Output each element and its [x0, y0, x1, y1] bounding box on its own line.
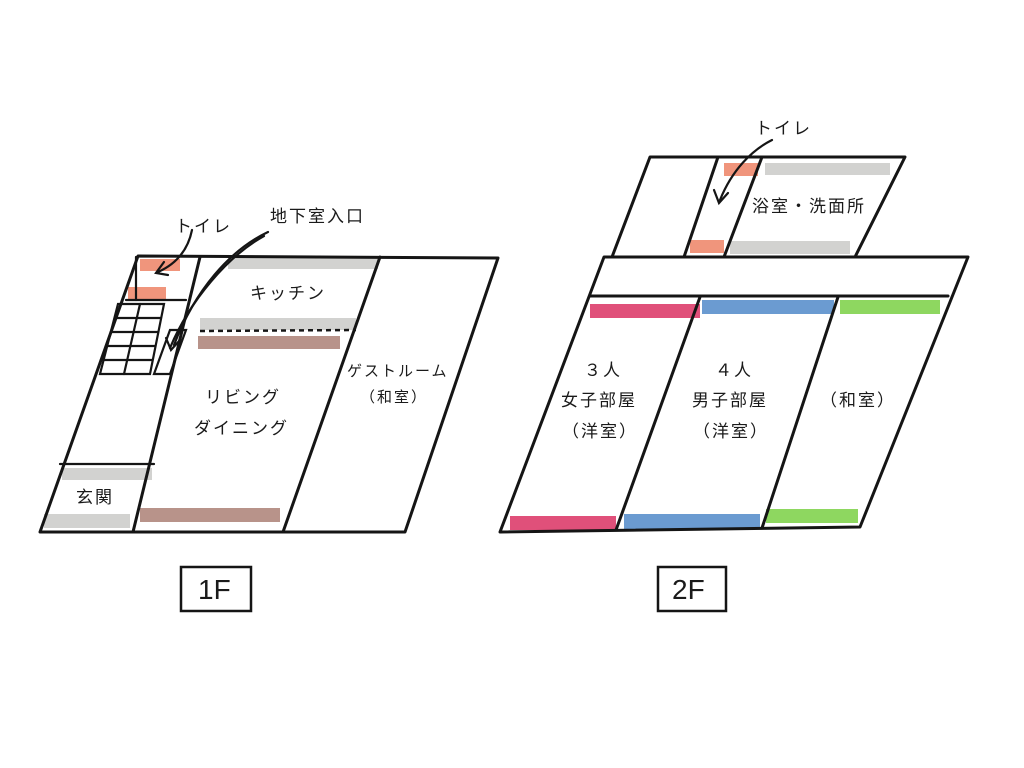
line-1f-kitchen-divider [199, 328, 357, 333]
floor-tag-2f: 2F [672, 574, 705, 605]
bar-2f-washitsu-bottom [766, 509, 858, 523]
bar-1f-kitchen-counter [200, 318, 356, 330]
wall-2f-outer [498, 255, 970, 534]
label-2f-girls-count: ３人 [584, 361, 622, 381]
label-1f-dining: ダイニング [194, 419, 289, 439]
bar-2f-bath-bottom [730, 241, 850, 254]
label-2f-bath: 浴室・洗面所 [752, 197, 866, 217]
bar-2f-toilet-top [724, 163, 758, 176]
bar-2f-girls-bottom [510, 516, 616, 530]
bar-2f-boys-top [702, 300, 834, 314]
arrow-1f-basement [172, 230, 270, 347]
label-2f-toilet: トイレ [755, 119, 812, 139]
bar-2f-girls-top [590, 304, 700, 318]
arrow-2f-toilet [718, 138, 774, 202]
label-2f-boys-type: （洋室） [693, 422, 769, 442]
label-1f-living: リビング [205, 388, 281, 408]
bar-2f-toilet-bottom [690, 240, 724, 253]
floor-2f: トイレ 浴室・洗面所 ３人 女子部屋 （洋室） ４人 男子部屋 （洋室） （和室… [498, 119, 970, 613]
label-2f-girls-type: （洋室） [562, 422, 638, 442]
wall-2f-boys-washitsu [760, 295, 840, 530]
floor-tag-1f: 1F [198, 574, 231, 605]
label-2f-girls-room: 女子部屋 [561, 391, 637, 411]
wall-2f-annex-divider-left [682, 155, 720, 259]
bar-1f-toilet-top [140, 259, 180, 271]
bar-1f-kitchen-top [228, 256, 378, 269]
label-1f-kitchen: キッチン [250, 284, 326, 304]
bar-2f-washitsu-top [840, 300, 940, 314]
label-1f-guest-washitsu: （和室） [360, 388, 428, 406]
label-2f-boys-room: 男子部屋 [692, 391, 768, 411]
floor-tag-box-1f [179, 565, 253, 613]
wall-2f-annex-divider-right [722, 155, 764, 259]
label-1f-guest: ゲストルーム [347, 362, 449, 380]
label-2f-boys-count: ４人 [715, 361, 753, 381]
label-2f-washitsu: （和室） [820, 391, 896, 411]
wall-1f-outer [38, 254, 500, 534]
bar-1f-entrance-bottom [44, 514, 130, 528]
wall-2f-girls-boys [614, 295, 702, 532]
wall-1f-guest-divider [281, 255, 382, 534]
label-1f-entrance: 玄関 [76, 488, 114, 508]
bar-2f-boys-bottom [624, 514, 760, 529]
bar-1f-dining [198, 336, 340, 349]
bar-1f-living [140, 508, 280, 522]
bar-1f-entrance-top [62, 468, 152, 480]
bar-1f-toilet-bottom [128, 287, 166, 299]
bar-2f-bath-top [765, 163, 890, 175]
floor-1f: トイレ 地下室入口 キッチン リビング ダイニング ゲストルーム （和室） 玄関… [38, 207, 500, 613]
label-1f-basement: 地下室入口 [270, 207, 365, 227]
label-1f-toilet: トイレ [175, 217, 232, 237]
stairs-1f [98, 302, 166, 376]
wall-1f-left-column [131, 255, 202, 534]
arrow-1f-toilet [156, 228, 194, 274]
floor-tag-box-2f [656, 565, 728, 613]
